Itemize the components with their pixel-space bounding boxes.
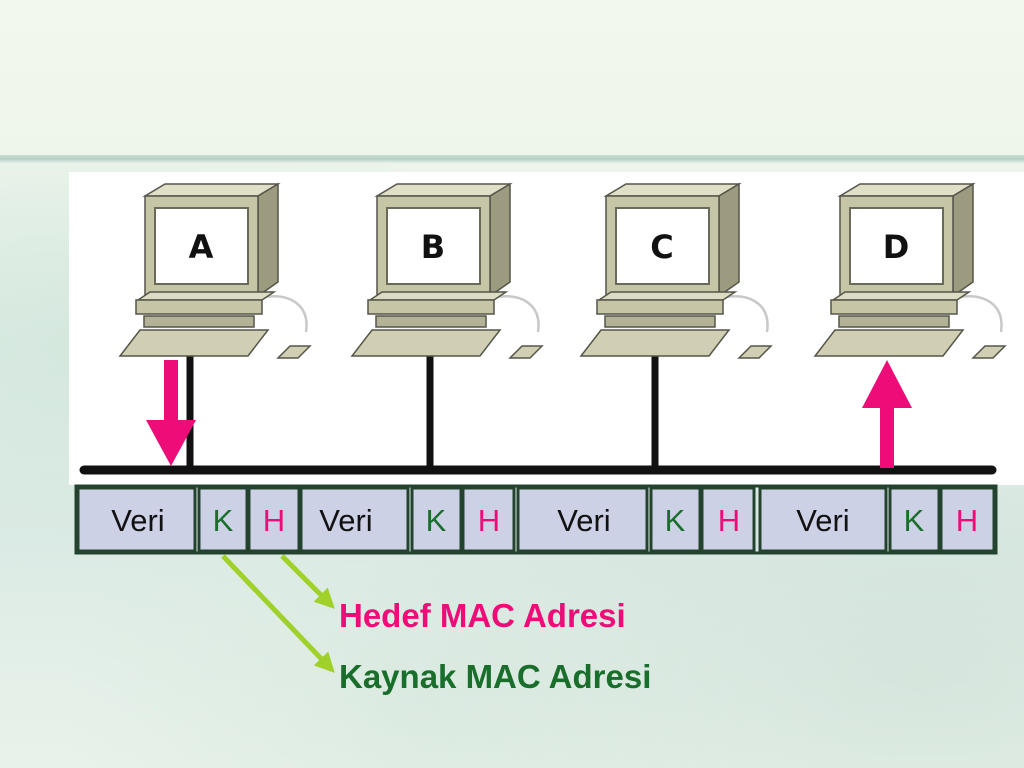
- computer-label: D: [883, 228, 910, 266]
- frame-dest-label: H: [478, 503, 500, 538]
- monitor-screen: [615, 207, 710, 285]
- frame-data-cell: [76, 486, 197, 553]
- dest-mac-legend: Hedef MAC Adresi: [339, 597, 626, 634]
- frame-2: Veri K H: [299, 486, 516, 553]
- send-arrow-shaft: [164, 360, 178, 422]
- computer-a[interactable]: A: [118, 182, 312, 468]
- computer-case: [596, 299, 724, 315]
- monitor-top: [837, 183, 976, 197]
- monitor-side: [489, 182, 511, 298]
- keyboard: [813, 329, 965, 357]
- frame-source-cell: [888, 486, 941, 553]
- frame-data-label: Veri: [319, 503, 372, 538]
- mouse: [508, 345, 544, 359]
- frame-data-label: Veri: [796, 503, 849, 538]
- receive-arrow-head: [862, 360, 912, 408]
- frame-data-cell: [299, 486, 410, 553]
- frame-source-cell: [410, 486, 463, 553]
- frame-source-cell: [649, 486, 702, 553]
- frame-dest-label: H: [718, 503, 740, 538]
- mouse-cable: [263, 295, 308, 333]
- case-foot: [604, 315, 716, 328]
- frame-strip-border: [74, 484, 998, 555]
- monitor-top: [142, 183, 281, 197]
- receive-arrow-shaft: [880, 404, 894, 468]
- computers: A B C: [118, 182, 1007, 468]
- mouse-cable: [724, 295, 769, 333]
- computer-d[interactable]: D: [813, 182, 1007, 359]
- mouse-cable: [495, 295, 540, 333]
- computer-c[interactable]: C: [579, 182, 773, 468]
- keyboard: [350, 329, 502, 357]
- monitor-screen: [849, 207, 944, 285]
- monitor-screen: [386, 207, 481, 285]
- computer-case: [367, 299, 495, 315]
- monitor-base: [367, 291, 509, 301]
- frame-3: Veri K H: [516, 486, 756, 553]
- case-foot: [143, 315, 255, 328]
- monitor-side: [952, 182, 974, 298]
- frame-source-label: K: [426, 503, 447, 538]
- frame-source-label: K: [213, 503, 234, 538]
- monitor-top: [374, 183, 513, 197]
- mouse: [276, 345, 312, 359]
- send-arrow: [146, 360, 196, 466]
- monitor-side: [257, 182, 279, 298]
- frame-1: Veri K H: [76, 486, 301, 553]
- dest-pointer-arrow: [280, 554, 335, 609]
- frame-source-label: K: [904, 503, 925, 538]
- frame-dest-cell: [247, 486, 301, 553]
- frame-dest-label: H: [263, 503, 285, 538]
- source-mac-legend: Kaynak MAC Adresi: [339, 658, 651, 695]
- case-foot: [838, 315, 950, 328]
- computer-label: A: [189, 228, 214, 266]
- title-divider: [0, 155, 1024, 163]
- frame-dest-cell: [939, 486, 996, 553]
- computer-label: C: [650, 228, 673, 266]
- computer-label: B: [421, 228, 445, 266]
- frame-dest-label: H: [956, 503, 978, 538]
- source-pointer-arrow: [221, 554, 335, 673]
- frame-data-cell: [758, 486, 888, 553]
- frame-data-cell: [516, 486, 649, 553]
- monitor-screen: [154, 207, 249, 285]
- monitor-base: [830, 291, 972, 301]
- frame-dest-cell: [700, 486, 756, 553]
- title-area: [0, 0, 1024, 158]
- computer-case: [830, 299, 958, 315]
- computer-b[interactable]: B: [350, 182, 544, 468]
- frame-data-label: Veri: [111, 503, 164, 538]
- frame-source-cell: [197, 486, 249, 553]
- monitor-base: [135, 291, 277, 301]
- keyboard: [118, 329, 270, 357]
- send-arrow-head: [146, 420, 196, 466]
- mouse-cable: [958, 295, 1003, 333]
- receive-arrow: [862, 360, 912, 468]
- mouse: [971, 345, 1007, 359]
- keyboard: [579, 329, 731, 357]
- mouse: [737, 345, 773, 359]
- frame-data-label: Veri: [557, 503, 610, 538]
- frame-strip: Veri K H Veri K H Veri K H Veri K: [74, 484, 998, 555]
- monitor-base: [596, 291, 738, 301]
- frame-4: Veri K H: [758, 486, 996, 553]
- monitor-side: [718, 182, 740, 298]
- case-foot: [375, 315, 487, 328]
- monitor-top: [603, 183, 742, 197]
- computer-case: [135, 299, 263, 315]
- frame-source-label: K: [665, 503, 686, 538]
- frame-dest-cell: [461, 486, 516, 553]
